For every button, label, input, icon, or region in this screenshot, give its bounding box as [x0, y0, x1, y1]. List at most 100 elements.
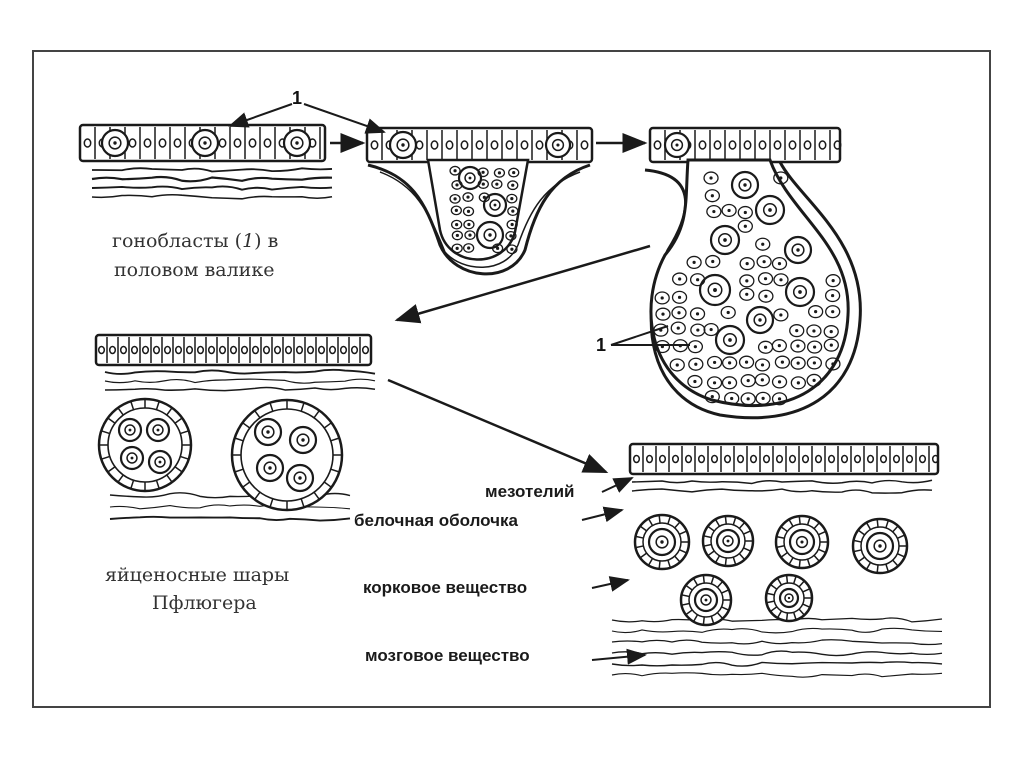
cell-nucleus: [818, 140, 827, 150]
follicle-cell-wall: [892, 559, 899, 567]
stage-genital-ridge: [78, 123, 333, 200]
somatic-cell-nucleus: [764, 294, 768, 298]
follicle-cell-wall: [818, 548, 827, 554]
somatic-cell: [493, 168, 506, 178]
cell-nucleus: [788, 140, 797, 150]
follicle-cell-wall: [130, 479, 135, 489]
somatic-cell-nucleus: [745, 292, 749, 296]
follicle-cell-wall: [667, 559, 672, 568]
follicle-cell-wall: [130, 401, 135, 411]
somatic-cell: [706, 376, 723, 390]
somatic-cell: [506, 219, 518, 230]
somatic-cell: [477, 179, 489, 189]
somatic-cell: [754, 358, 771, 372]
germ-cell-nucleus: [784, 593, 794, 603]
somatic-cell: [689, 273, 706, 287]
somatic-cell-nucleus: [693, 345, 697, 349]
germ-cell-nucleolus: [796, 248, 800, 252]
germ-cell-nucleus: [700, 594, 712, 606]
germ-cell-nucleolus: [488, 233, 492, 237]
follicle-cell-wall: [703, 543, 712, 547]
somatic-cell: [478, 192, 490, 203]
follicle-cell-wall: [323, 481, 332, 488]
somatic-cell-nucleus: [511, 209, 515, 213]
germ-cell-nucleus: [873, 539, 887, 553]
stroma-fiber: [104, 386, 376, 392]
follicle-cell-wall: [892, 525, 899, 533]
stage2-cells: [370, 130, 589, 255]
cell-nucleus: [97, 345, 106, 355]
germ-cell-nucleolus: [401, 143, 405, 147]
somatic-cell-nucleus: [454, 208, 458, 213]
germ-cell-nucleus: [396, 138, 410, 152]
somatic-cell: [477, 167, 489, 178]
cell-nucleus: [430, 140, 439, 150]
somatic-cell-nucleus: [796, 381, 800, 385]
stage5-mesothelium: [628, 442, 940, 476]
follicle-cell-wall: [798, 559, 801, 568]
cell-nucleus: [918, 454, 927, 464]
germ-cell-nucleolus: [878, 544, 882, 548]
germ-cell-nucleus: [108, 136, 122, 150]
somatic-cell: [671, 306, 687, 320]
follicle-cell-wall: [702, 616, 705, 625]
follicle-cell-wall: [330, 437, 340, 442]
cell-nucleus: [218, 345, 227, 355]
somatic-cell-nucleus: [695, 312, 700, 316]
somatic-cell-nucleus: [512, 170, 516, 175]
follicle-cell-wall: [174, 417, 183, 424]
follicle-cell-wall: [766, 600, 775, 604]
germ-cell-nucleus: [483, 228, 497, 242]
cell-nucleus: [758, 140, 767, 150]
germ-cell-nucleus: [795, 535, 809, 549]
somatic-cell-nucleus: [510, 247, 514, 251]
follicle-cell-wall: [865, 522, 872, 530]
somatic-cell: [724, 391, 740, 406]
follicle-cell-wall: [780, 551, 788, 558]
somatic-cell-nucleus: [763, 277, 768, 281]
germ-cell-nucleolus: [768, 208, 772, 212]
somatic-cell-nucleus: [453, 169, 457, 173]
somatic-cell-nucleus: [709, 327, 713, 332]
somatic-cell-nucleus: [762, 260, 766, 264]
somatic-cell-nucleus: [678, 277, 682, 281]
somatic-cell-nucleus: [777, 344, 781, 348]
cell-nucleus: [158, 138, 167, 148]
somatic-cell: [806, 356, 823, 370]
egg-ball: [97, 397, 193, 493]
follicle-cell-wall: [107, 466, 116, 473]
follicle-cell-wall: [724, 516, 727, 525]
somatic-cell-nucleus: [692, 260, 696, 265]
stage1-gonoblasts: [100, 128, 312, 158]
follicle-cell-wall: [269, 402, 274, 412]
follicle-cell-wall: [806, 558, 811, 567]
somatic-cell-nucleus: [760, 363, 765, 367]
follicle-cell-wall: [732, 556, 737, 566]
somatic-cell-nucleus: [745, 262, 749, 266]
germ-cell-nucleus: [290, 136, 304, 150]
somatic-cell: [756, 255, 772, 269]
somatic-cell-nucleus: [796, 344, 800, 348]
somatic-cell: [754, 373, 770, 387]
somatic-cell-nucleus: [467, 246, 471, 250]
follicle-cell-wall: [635, 545, 644, 549]
somatic-cell: [491, 243, 504, 254]
stroma-fiber: [611, 627, 943, 634]
somatic-cell-nucleus: [455, 233, 459, 238]
somatic-cell: [703, 322, 719, 337]
cell-nucleus: [580, 140, 589, 150]
somatic-cell-nucleus: [455, 183, 459, 187]
stroma-fiber: [104, 378, 376, 384]
medulla-label: мозговое вещество: [365, 646, 530, 665]
egg-ball: [230, 398, 344, 512]
follicle-cell-wall: [681, 594, 690, 598]
somatic-cell-nucleus: [745, 279, 749, 283]
stage-invagination: [365, 126, 594, 276]
follicle-cell-wall: [776, 610, 783, 619]
somatic-cell-nucleus: [779, 176, 783, 180]
somatic-cell: [491, 179, 503, 190]
somatic-cell-nucleus: [761, 242, 765, 246]
germ-cell-nucleus: [154, 456, 166, 468]
cell-nucleus: [163, 345, 172, 355]
